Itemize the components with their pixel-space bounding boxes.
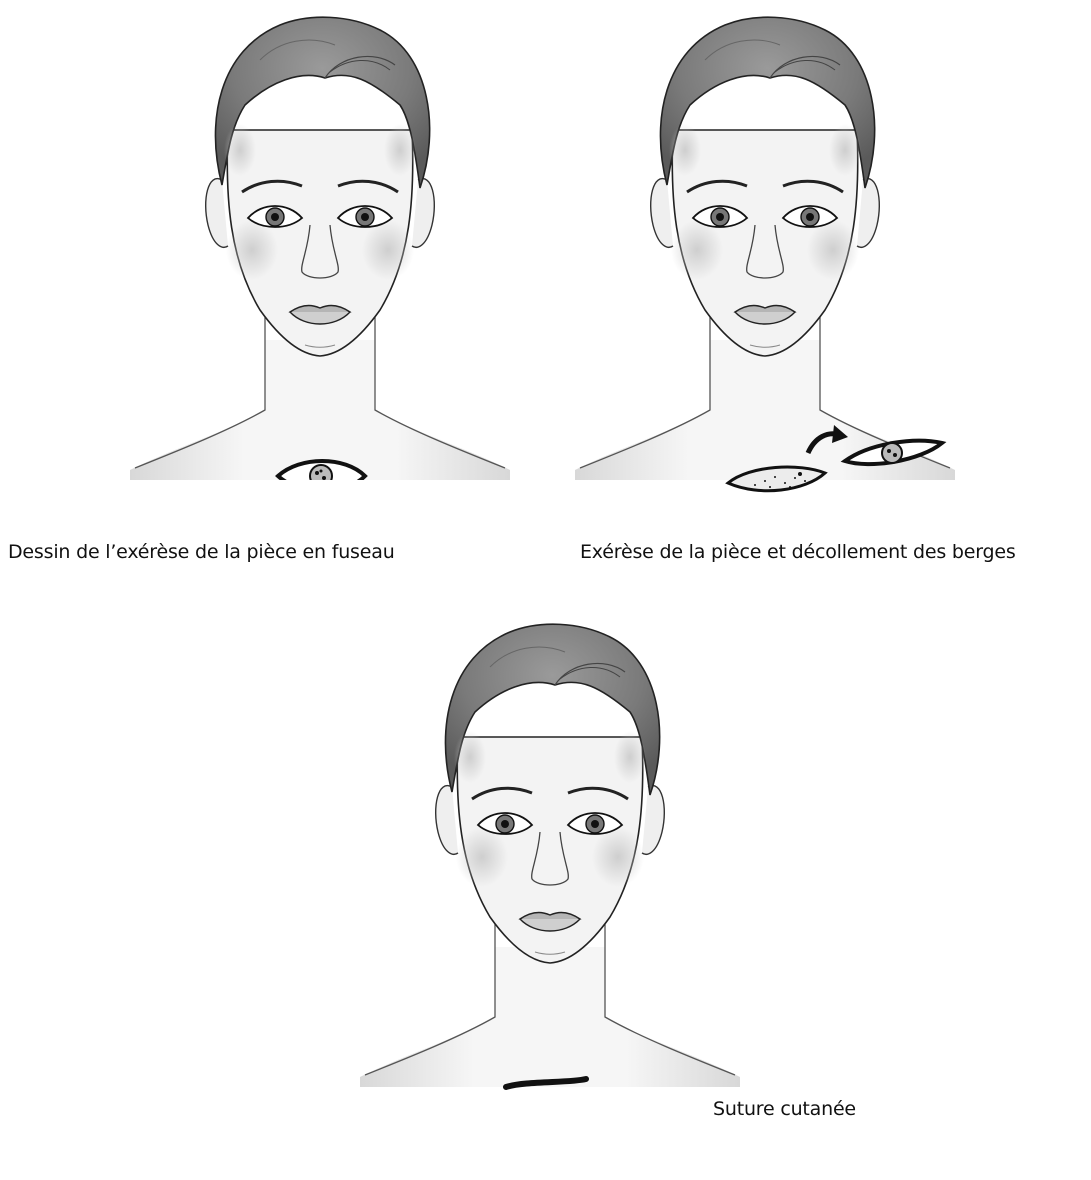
curved-arrow-icon [808,425,848,453]
panel-excision-design [110,10,530,480]
panel-excision-undermining [555,10,975,480]
face-illustration-1 [110,10,530,480]
face-illustration-2 [555,10,975,480]
face-illustration-3 [340,612,760,1092]
caption-skin-suture: Suture cutanée [713,1098,856,1120]
excision-wound [728,467,825,491]
panel-skin-suture [340,612,760,1092]
excised-specimen [845,441,942,464]
caption-excision-undermining: Exérèse de la pièce et décollement des b… [580,541,1016,563]
caption-excision-design: Dessin de l’exérèse de la pièce en fusea… [8,541,395,563]
excision-detail [720,415,950,495]
